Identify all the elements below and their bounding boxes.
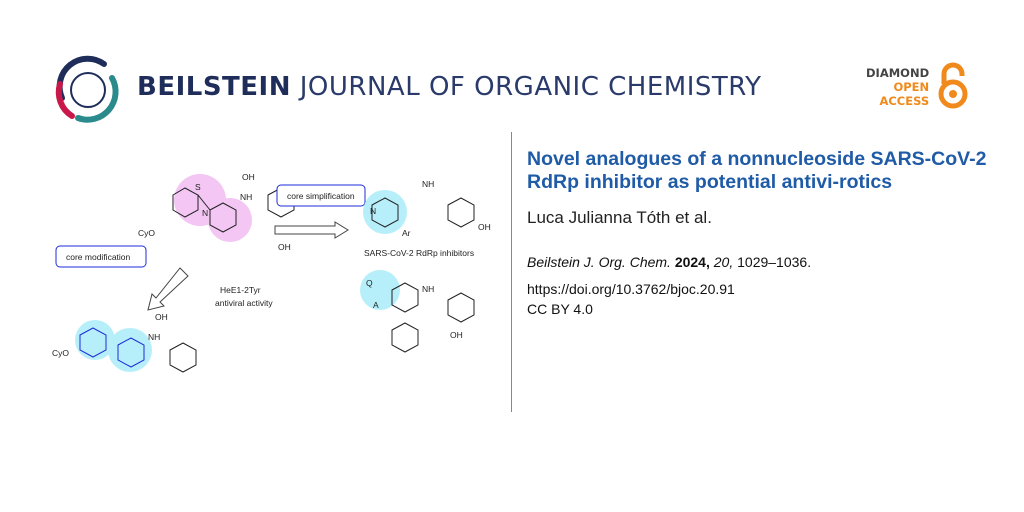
atom-cyo: CyO: [138, 228, 155, 238]
atom-nh: NH: [240, 192, 252, 202]
pyridone-inhibitor: N Ar NH OH SARS-CoV-2 RdRp inhibitors: [363, 179, 491, 258]
atom-q: Q: [366, 278, 373, 288]
citation-pages: 1029–1036.: [737, 254, 812, 270]
article-info: Novel analogues of a nonnucleoside SARS-…: [527, 148, 1009, 318]
brand-light: JOURNAL OF ORGANIC CHEMISTRY: [299, 72, 762, 102]
article-authors: Luca Julianna Tóth et al.: [527, 208, 712, 227]
graphical-abstract: CyO S N NH OH OH HeE1-2Tyr antiviral act…: [52, 172, 491, 373]
oa-open: OPEN: [893, 80, 930, 94]
atom-a: A: [373, 300, 379, 310]
atom-ar: Ar: [402, 228, 411, 238]
citation-year: 2024,: [674, 254, 710, 270]
atom-nh-3: NH: [422, 179, 434, 189]
compound-activity: antiviral activity: [215, 298, 273, 308]
arrow-right-icon: [274, 221, 349, 239]
compound-name: HeE1-2Tyr: [220, 285, 261, 295]
atom-oh-5: OH: [450, 330, 463, 340]
license: CC BY 4.0: [527, 301, 593, 317]
atom-oh-4: OH: [478, 222, 491, 232]
thiazolo-inhibitor: Q A NH OH: [360, 270, 475, 353]
divider: [511, 132, 512, 412]
brand-bold: BEILSTEIN: [137, 72, 291, 102]
lead-compound: CyO S N NH OH OH HeE1-2Tyr antiviral act…: [138, 172, 295, 308]
citation: Beilstein J. Org. Chem. 2024, 20, 1029–1…: [527, 254, 1009, 271]
svg-text:core simplification: core simplification: [287, 191, 355, 201]
journal-brand: BEILSTEIN JOURNAL OF ORGANIC CHEMISTRY: [137, 72, 762, 102]
oa-access: ACCESS: [879, 94, 930, 108]
benzoxazole-analogue: CyO NH OH: [52, 312, 197, 373]
atom-oh-3: OH: [155, 312, 168, 322]
atom-n-2: N: [370, 206, 376, 216]
atom-cyo-2: CyO: [52, 348, 69, 358]
doi-link[interactable]: https://doi.org/10.3762/bjoc.20.91: [527, 281, 735, 297]
oa-diamond: DIAMOND: [866, 66, 930, 80]
atom-nh-4: NH: [422, 284, 434, 294]
citation-volume: 20,: [713, 254, 734, 270]
open-lock-icon: [938, 62, 968, 109]
atom-oh-2: OH: [278, 242, 291, 252]
svg-text:core modification: core modification: [66, 252, 131, 262]
atom-n: N: [202, 208, 208, 218]
inhibitors-caption: SARS-CoV-2 RdRp inhibitors: [364, 248, 474, 258]
core-modification-box: core modification: [55, 245, 189, 311]
atom-s: S: [195, 182, 201, 192]
core-simplification-box: core simplification: [274, 184, 366, 239]
article-title: Novel analogues of a nonnucleoside SARS-…: [527, 148, 987, 193]
atom-oh: OH: [242, 172, 255, 182]
atom-nh-2: NH: [148, 332, 160, 342]
citation-journal: Beilstein J. Org. Chem.: [527, 254, 671, 270]
arrow-down-left-icon: [147, 267, 189, 311]
open-access-label: DIAMOND OPEN ACCESS: [866, 66, 929, 108]
beilstein-logo-icon: [55, 55, 119, 123]
